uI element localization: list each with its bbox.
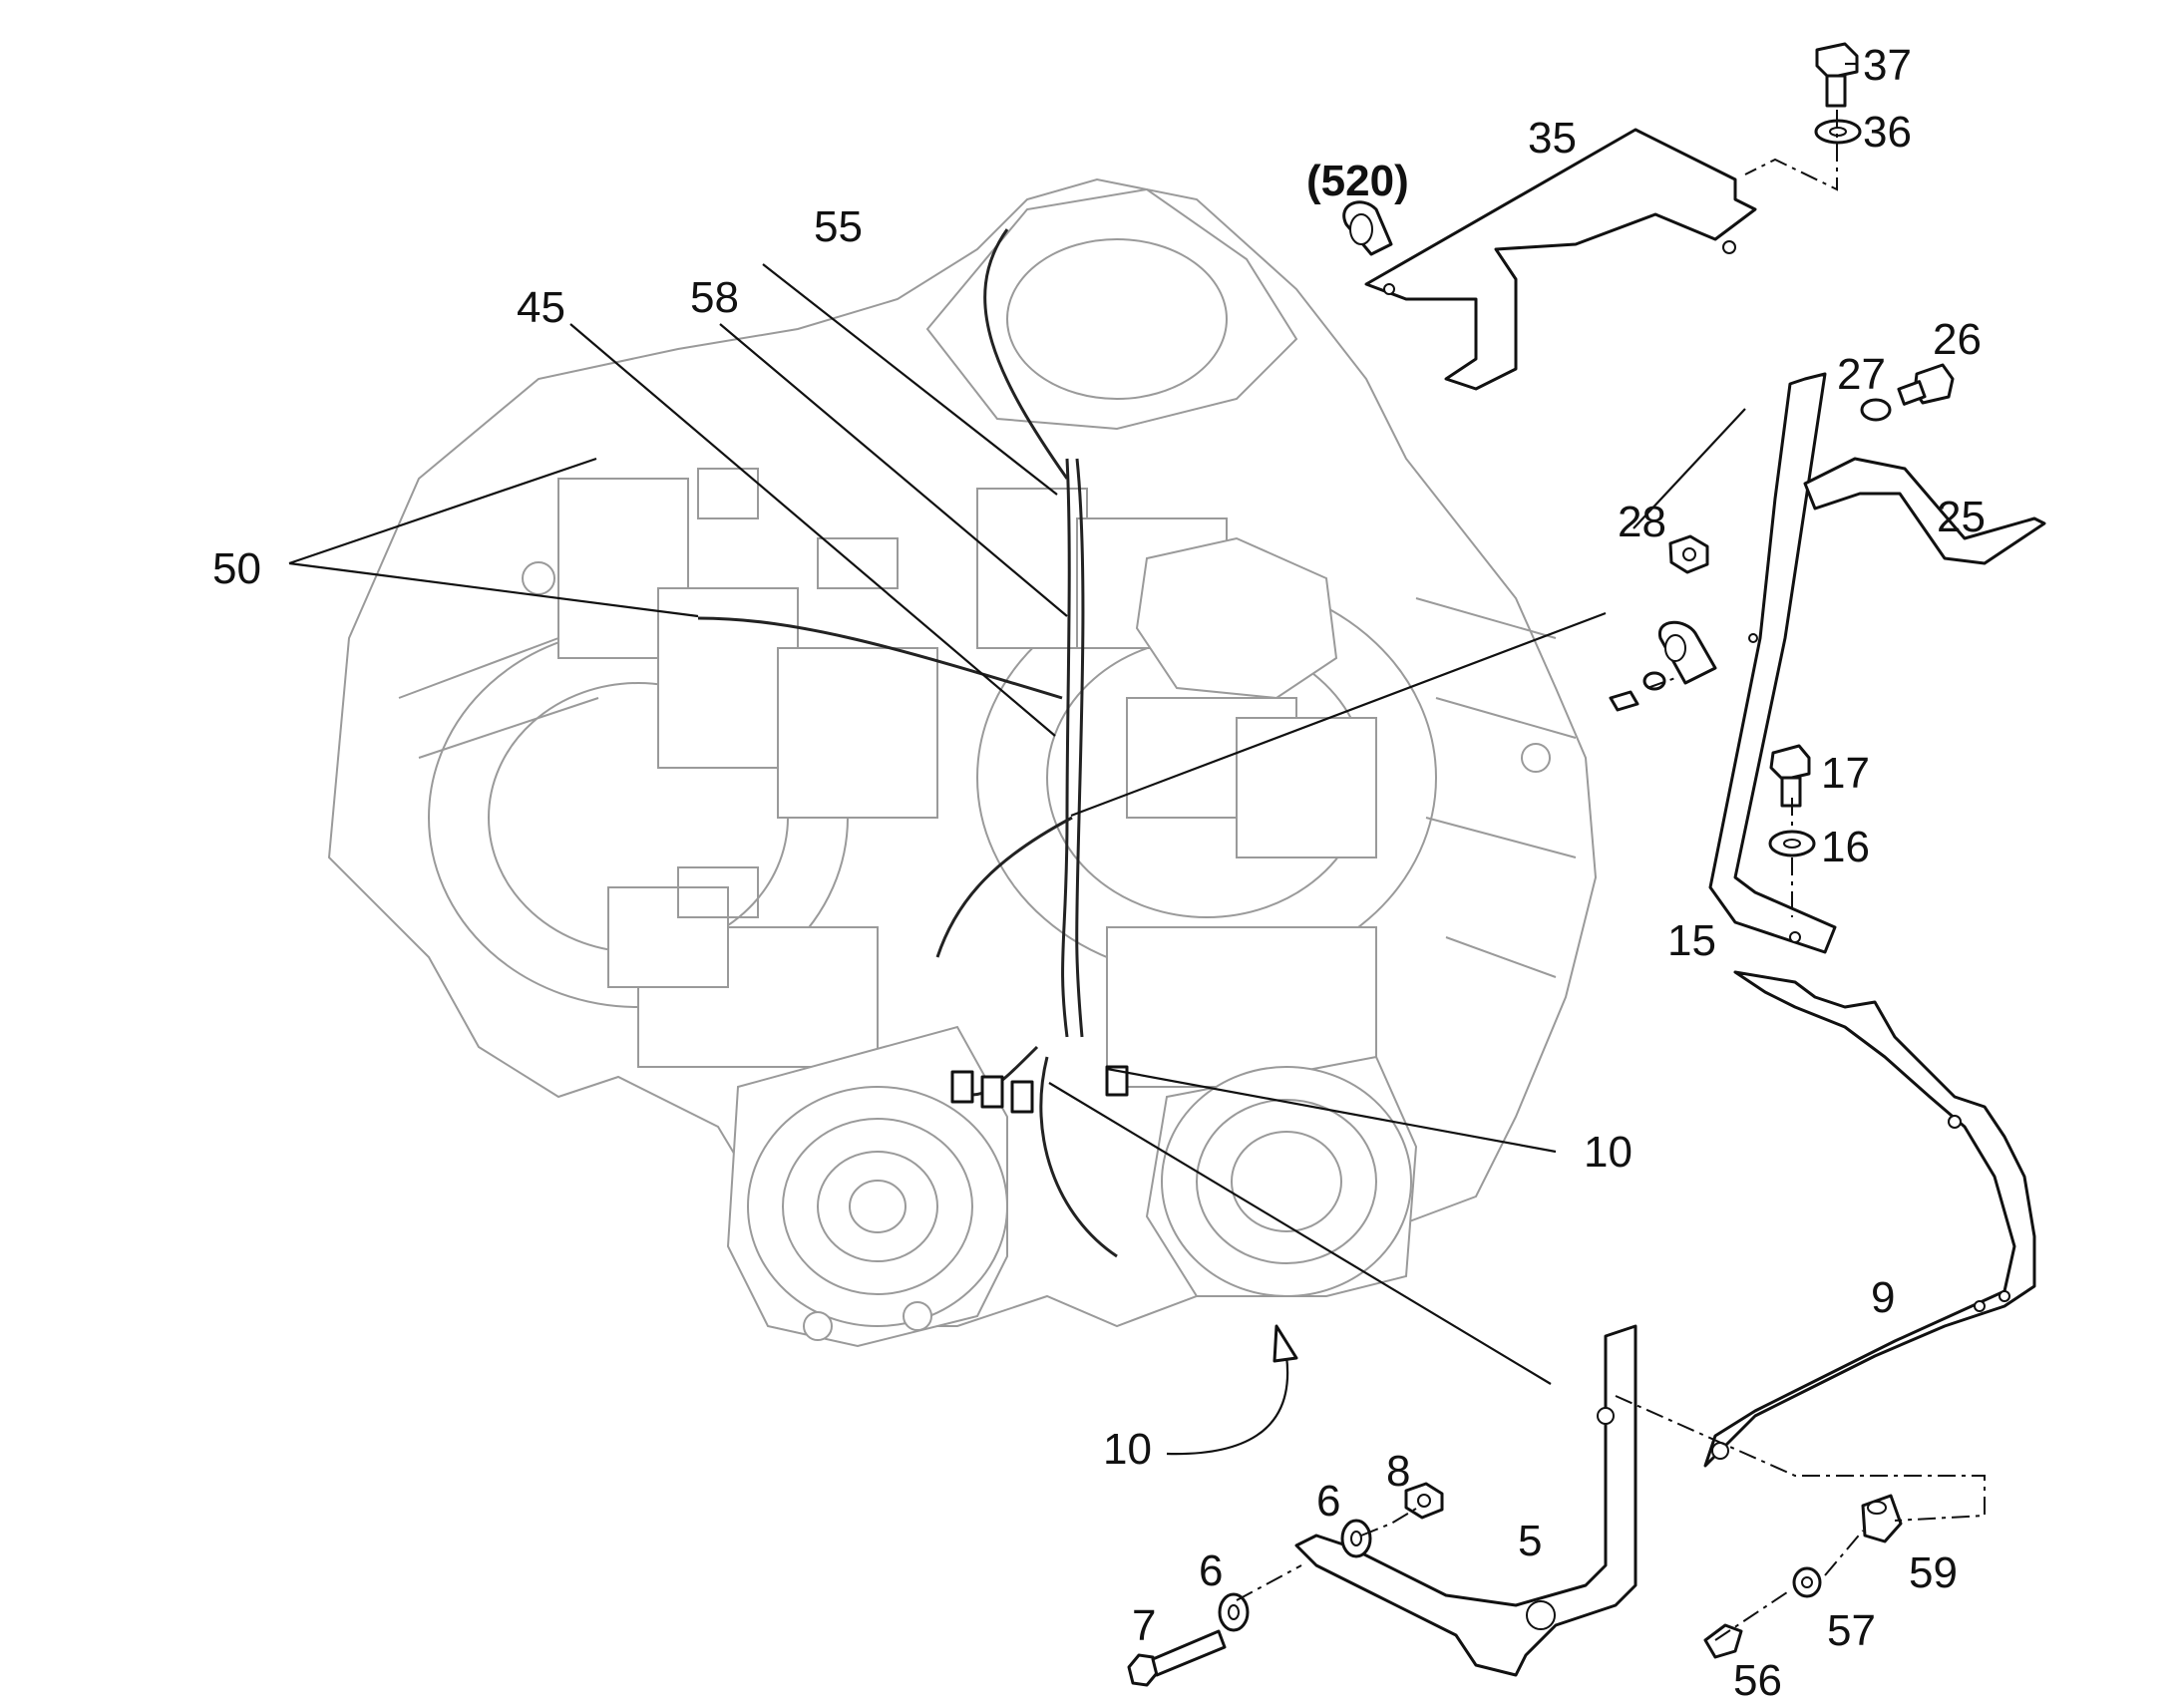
bolt-7 [1127, 1629, 1227, 1687]
bracket-5 [1294, 1324, 1637, 1677]
callout-6-lower: 6 [1199, 1546, 1223, 1595]
callout-5: 5 [1518, 1517, 1542, 1565]
callout-7: 7 [1132, 1601, 1156, 1650]
clamp-15 [1658, 620, 1717, 685]
callout-25: 25 [1937, 493, 1986, 541]
machine-assembly-ghost [327, 177, 1598, 1348]
callout-45: 45 [517, 283, 565, 332]
assembly-lines [1236, 110, 1986, 1641]
bracket-15 [1708, 372, 1837, 954]
callout-50: 50 [212, 544, 261, 593]
callout-26: 26 [1933, 315, 1982, 364]
bracket-9 [1703, 970, 2036, 1468]
screw-clamp [1609, 671, 1666, 712]
callout-56: 56 [1733, 1656, 1782, 1705]
bolt-26 [1897, 363, 1955, 406]
callout-15: 15 [1667, 916, 1716, 965]
clamp-59 [1861, 1494, 1903, 1543]
callouts: 37 36 35 (520) 55 58 45 50 26 27 28 25 1… [212, 41, 1986, 1705]
callout-57: 57 [1827, 1606, 1876, 1655]
clamp-520 [1342, 200, 1393, 256]
callout-59: 59 [1909, 1548, 1958, 1597]
callout-58: 58 [690, 273, 739, 322]
washer-57 [1792, 1566, 1822, 1598]
callout-35: 35 [1528, 114, 1577, 163]
callout-520: (520) [1306, 157, 1409, 205]
callout-28: 28 [1618, 498, 1666, 546]
callout-6-upper: 6 [1316, 1477, 1340, 1526]
washer-6b [1218, 1592, 1250, 1632]
screw-56 [1703, 1623, 1743, 1659]
callout-37: 37 [1863, 41, 1912, 90]
callout-9: 9 [1871, 1273, 1895, 1322]
leader-lines [288, 62, 1857, 1456]
washer-16 [1768, 830, 1816, 857]
washer-6a [1340, 1519, 1372, 1558]
callout-17: 17 [1821, 749, 1870, 798]
callout-8: 8 [1386, 1447, 1410, 1496]
callout-36: 36 [1863, 108, 1912, 157]
callout-10-right: 10 [1584, 1128, 1633, 1177]
bolt-17 [1769, 744, 1811, 808]
bolt-37 [1815, 42, 1859, 108]
wiring-harness [697, 228, 1129, 1258]
bracket-25 [1803, 457, 2046, 565]
callout-27: 27 [1837, 350, 1886, 399]
nut-28 [1668, 534, 1709, 574]
callout-55: 55 [814, 202, 863, 251]
nut-8 [1404, 1482, 1444, 1520]
bracket-35 [1364, 128, 1757, 391]
washer-27 [1860, 398, 1892, 422]
callout-10-arrow: 10 [1103, 1425, 1152, 1474]
callout-16: 16 [1821, 823, 1870, 871]
